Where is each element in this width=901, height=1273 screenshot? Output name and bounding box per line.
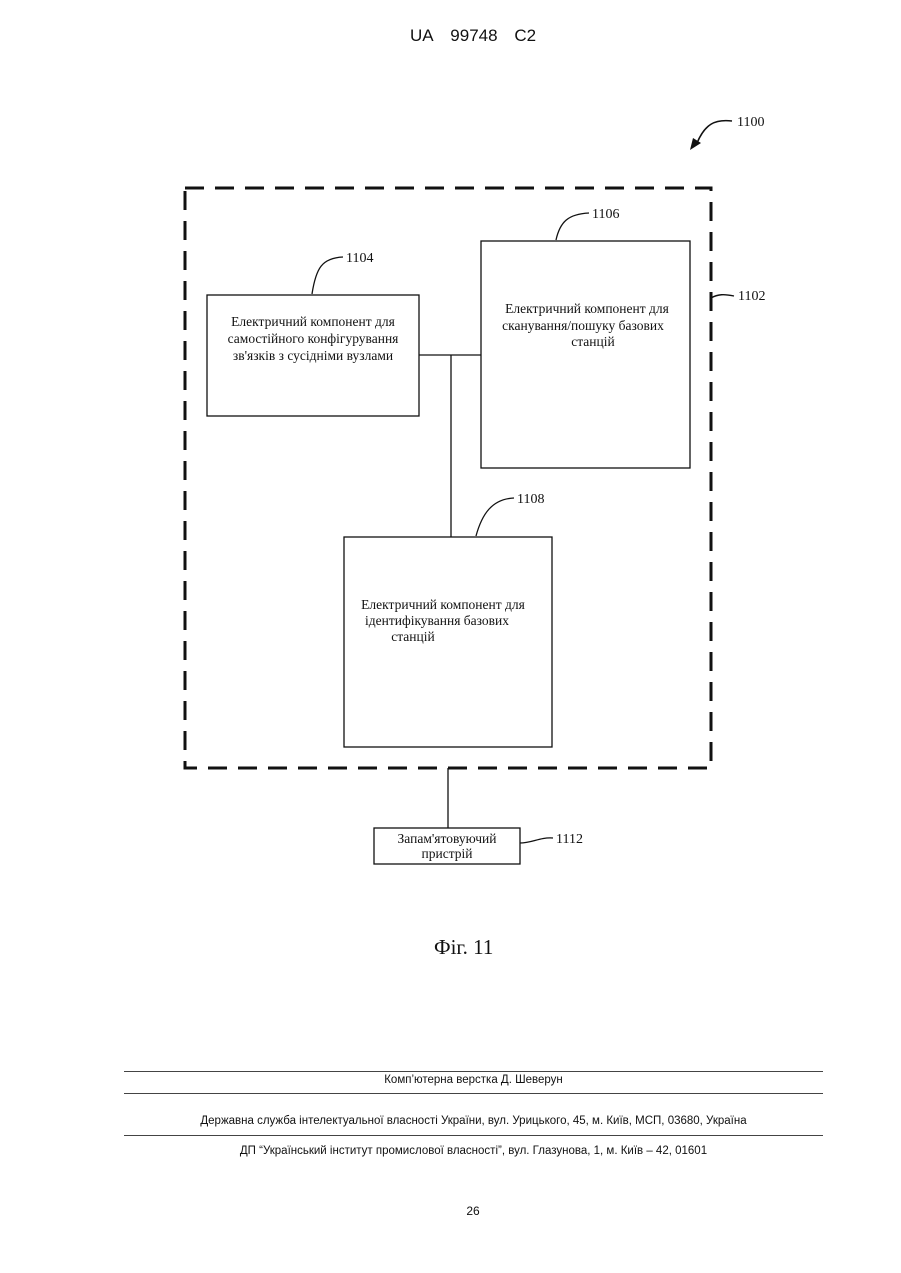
component-1104-line2: самостійного конфігурування [228,331,399,346]
ref-1102-leader [711,295,734,298]
ref-1100-leader [697,121,732,143]
footer-rule-1 [124,1071,823,1072]
footer-layout-credit: Комп’ютерна верстка Д. Шеверун [124,1074,823,1086]
ref-1102-label: 1102 [738,289,765,304]
component-1104-line1: Електричний компонент для [231,314,395,329]
component-1108-line2: ідентифікування базових [365,613,509,628]
component-1108-line3: станцій [391,629,434,644]
footer-office: Державна служба інтелектуальної власност… [124,1115,823,1127]
component-1106-line3: станцій [571,334,614,349]
ref-1106-leader [556,213,589,240]
component-1106-line1: Електричний компонент для [505,301,669,316]
ref-1104-label: 1104 [346,251,373,266]
ref-1112-leader [520,838,553,843]
ref-1100-label: 1100 [737,115,764,130]
footer-institute: ДП “Український інститут промислової вла… [124,1145,823,1157]
memory-1112-line2: пристрій [422,846,473,861]
figure-caption: Фіг. 11 [434,935,493,959]
component-1106-line2: сканування/пошуку базових [502,318,664,333]
component-1108-box [344,537,552,747]
block-diagram: 1100 1102 1104 Електричний компонент для… [0,0,901,1000]
ref-1104-leader [312,257,343,294]
component-1104-line3: зв'язків з сусідніми вузлами [233,348,393,363]
footer-rule-2 [124,1093,823,1094]
ref-1100-arrowhead [690,138,701,150]
ref-1112-label: 1112 [556,832,583,847]
ref-1106-label: 1106 [592,207,619,222]
page-number: 26 [0,1204,901,1218]
footer-rule-3 [124,1135,823,1136]
memory-1112-line1: Запам'ятовуючий [398,831,497,846]
ref-1108-leader [476,498,514,536]
ref-1108-label: 1108 [517,492,544,507]
component-1106-box [481,241,690,468]
component-1108-line1: Електричний компонент для [361,597,525,612]
